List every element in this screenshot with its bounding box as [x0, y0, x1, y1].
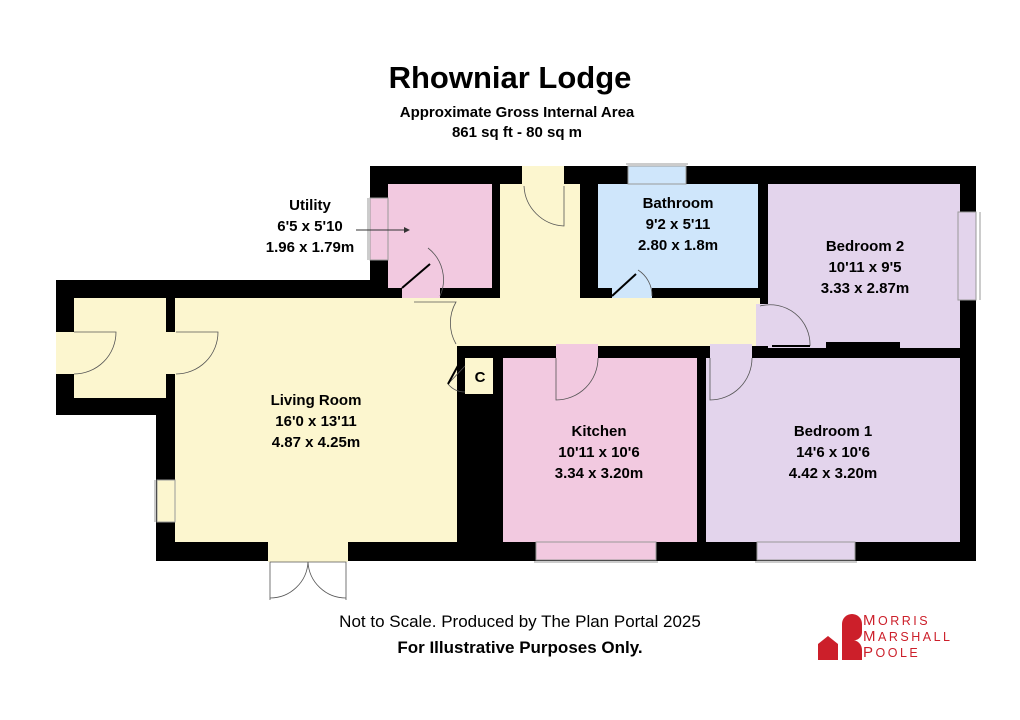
svg-text:Utility: Utility — [289, 197, 331, 214]
logo-line-3: POOLE — [863, 644, 921, 661]
svg-text:Kitchen: Kitchen — [571, 423, 626, 440]
utility-arrow — [356, 227, 410, 233]
svg-text:6'5 x 5'10: 6'5 x 5'10 — [277, 218, 343, 235]
room-label-bedroom-1: Bedroom 1 14'6 x 10'6 4.42 x 3.20m — [789, 423, 877, 482]
room-label-bedroom-2: Bedroom 2 10'11 x 9'5 3.33 x 2.87m — [821, 238, 909, 297]
plan-title: Rhowniar Lodge — [388, 60, 632, 95]
svg-text:16'0 x 13'11: 16'0 x 13'11 — [275, 413, 356, 430]
svg-text:10'11 x 10'6: 10'11 x 10'6 — [558, 444, 639, 461]
logo-line-1: MORRIS — [863, 612, 931, 629]
logo-line-2: MARSHALL — [863, 628, 953, 645]
doors — [73, 185, 811, 600]
bedroom-2 — [768, 184, 960, 348]
disclaimer-illustrative: For Illustrative Purposes Only. — [397, 638, 643, 657]
svg-text:Bathroom: Bathroom — [643, 195, 714, 212]
area-value: 861 sq ft - 80 sq m — [451, 124, 583, 141]
room-label-utility: Utility 6'5 x 5'10 1.96 x 1.79m — [266, 197, 354, 256]
bedroom-1 — [706, 358, 960, 542]
room-label-kitchen: Kitchen 10'11 x 10'6 3.34 x 3.20m — [555, 423, 643, 482]
utility-room — [388, 184, 492, 288]
svg-text:2.80 x 1.8m: 2.80 x 1.8m — [638, 237, 718, 254]
agency-logo-text: MORRIS MARSHALL POOLE — [863, 613, 952, 661]
logo-icon — [818, 614, 863, 660]
bathroom — [598, 184, 758, 288]
windows — [154, 163, 981, 563]
svg-text:Bedroom 1: Bedroom 1 — [794, 423, 872, 440]
hallway — [440, 298, 760, 346]
svg-text:4.42 x 3.20m: 4.42 x 3.20m — [789, 465, 877, 482]
svg-text:3.33 x 2.87m: 3.33 x 2.87m — [821, 280, 909, 297]
porch — [74, 298, 166, 398]
svg-text:4.87 x 4.25m: 4.87 x 4.25m — [272, 434, 360, 451]
svg-text:Bedroom 2: Bedroom 2 — [826, 238, 904, 255]
svg-text:14'6 x 10'6: 14'6 x 10'6 — [796, 444, 870, 461]
svg-text:1.96 x 1.79m: 1.96 x 1.79m — [266, 239, 354, 256]
svg-text:3.34 x 3.20m: 3.34 x 3.20m — [555, 465, 643, 482]
room-label-bathroom: Bathroom 9'2 x 5'11 2.80 x 1.8m — [638, 195, 718, 254]
room-label-living-room: Living Room 16'0 x 13'11 4.87 x 4.25m — [271, 392, 362, 451]
plan-subtitle: Approximate Gross Internal Area 861 sq f… — [0, 103, 1020, 143]
living-room — [175, 298, 457, 542]
kitchen — [503, 358, 697, 542]
svg-text:10'11 x 9'5: 10'11 x 9'5 — [828, 259, 901, 276]
cupboard-label: C — [475, 369, 486, 386]
svg-text:9'2 x 5'11: 9'2 x 5'11 — [646, 216, 711, 233]
svg-text:Living Room: Living Room — [271, 392, 362, 409]
disclaimer-scale: Not to Scale. Produced by The Plan Porta… — [339, 612, 701, 631]
cupboard — [465, 358, 493, 394]
area-caption: Approximate Gross Internal Area — [399, 104, 635, 121]
